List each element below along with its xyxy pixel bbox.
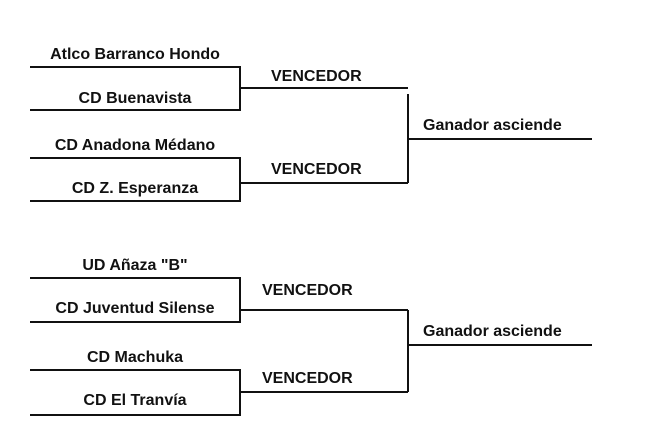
final-label: Ganador asciende	[423, 117, 562, 134]
match-connector	[30, 277, 408, 323]
match-connector	[30, 66, 408, 111]
winner-label: VENCEDOR	[271, 68, 362, 85]
final-label: Ganador asciende	[423, 323, 562, 340]
winner-label: VENCEDOR	[262, 282, 353, 299]
team-name: CD Anadona Médano	[54, 137, 216, 154]
team-name: CD Buenavista	[78, 90, 192, 107]
winner-label: VENCEDOR	[262, 370, 353, 387]
final-connector	[407, 94, 592, 183]
team-name: CD Z. Esperanza	[71, 180, 199, 197]
winner-label: VENCEDOR	[271, 161, 362, 178]
team-name: CD El Tranvía	[83, 392, 187, 409]
team-name: CD Machuka	[86, 349, 184, 366]
final-connector	[407, 310, 592, 392]
team-name: CD Juventud Silense	[55, 300, 215, 317]
match-connector	[30, 369, 408, 416]
team-name: Atlco Barranco Hondo	[50, 46, 220, 63]
team-name: UD Añaza "B"	[82, 257, 188, 274]
match-connector	[30, 157, 408, 202]
